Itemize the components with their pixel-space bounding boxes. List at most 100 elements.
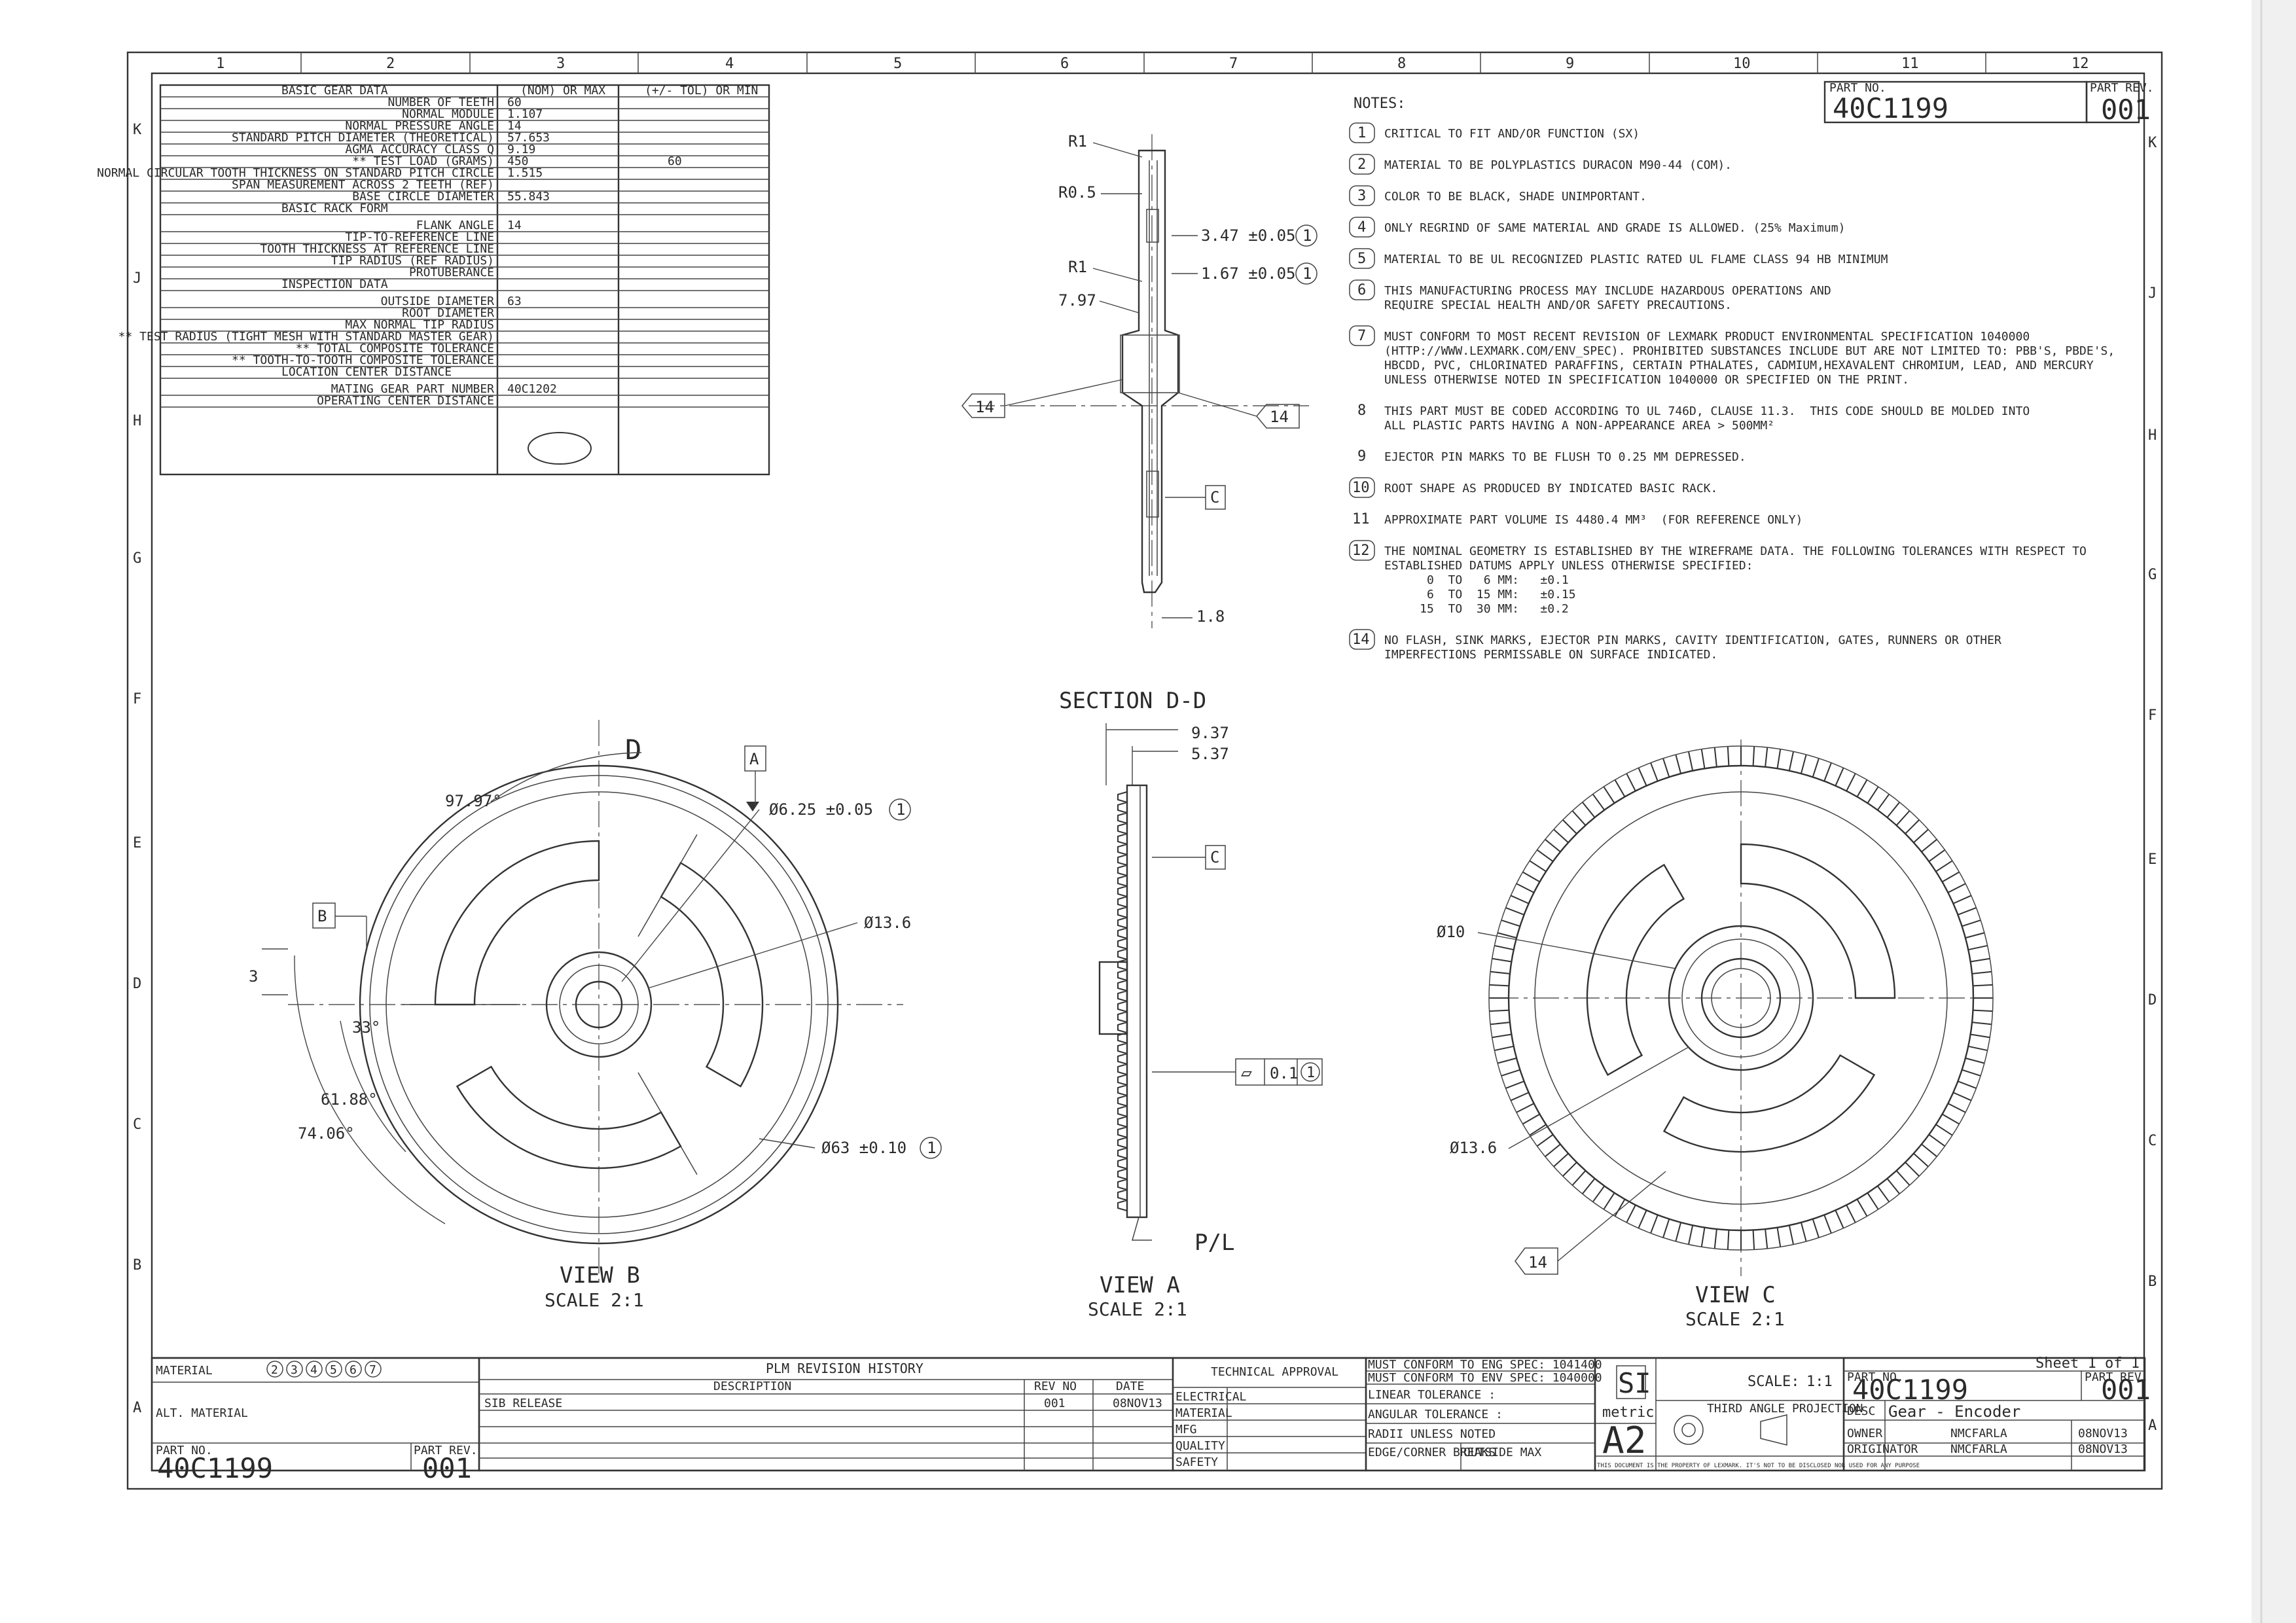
dim-9-37: 9.37 <box>1191 724 1229 742</box>
note-text: (HTTP://WWW.LEXMARK.COM/ENV_SPEC). PROHI… <box>1384 344 2115 358</box>
part-no: 40C1199 <box>1833 92 1948 124</box>
datum-c: C <box>1210 848 1219 866</box>
material-note-ref: 7 <box>369 1363 376 1377</box>
confidentiality-notice: THIS DOCUMENT IS THE PROPERTY OF LEXMARK… <box>1597 1463 1920 1469</box>
zone-letter: H <box>133 413 141 429</box>
zone-letter: E <box>133 835 141 851</box>
view-c-scale: SCALE 2:1 <box>1685 1308 1785 1330</box>
scale-label: SCALE: <box>1748 1374 1799 1390</box>
note-text: 0 TO 6 MM: ±0.1 <box>1384 573 1569 587</box>
table-row-label: ** TOTAL COMPOSITE TOLERANCE <box>296 342 494 355</box>
zone-letter: G <box>2148 567 2157 583</box>
part-no-label: PART NO. <box>1829 81 1886 95</box>
part-rev-label: PART REV. <box>2090 81 2154 95</box>
datum-b: B <box>317 907 327 925</box>
metric-label: metric <box>1602 1404 1654 1421</box>
table-row-label: SPAN MEASUREMENT ACROSS 2 TEETH (REF) <box>232 178 494 192</box>
table-row-nom: 60 <box>507 96 522 109</box>
note-ref: 1 <box>1302 226 1312 245</box>
note-ref: 1 <box>1302 264 1312 283</box>
dim-7-97: 7.97 <box>1058 291 1096 310</box>
col-nom-header: (NOM) OR MAX <box>520 84 605 98</box>
material-note-ref: 4 <box>310 1363 317 1377</box>
paper-size: A2 <box>1602 1419 1646 1462</box>
approval-row: SAFETY <box>1175 1455 1218 1469</box>
table-row-label: FLANK ANGLE <box>416 219 494 232</box>
parting-line-label: P/L <box>1194 1230 1234 1256</box>
dim-r1-mid: R1 <box>1068 258 1087 276</box>
table-row-nom: 55.843 <box>507 190 550 204</box>
scale-value: 1:1 <box>1806 1374 1833 1390</box>
flag-14-left: 14 <box>975 398 994 416</box>
zone-number: 5 <box>893 56 902 72</box>
dim-r1-top: R1 <box>1068 132 1087 151</box>
description-header: DESCRIPTION <box>713 1380 791 1393</box>
table-row-nom: 1.107 <box>507 107 543 121</box>
rack-title: BASIC RACK FORM <box>281 202 388 215</box>
note-text: MATERIAL TO BE POLYPLASTICS DURACON M90-… <box>1384 158 1732 172</box>
gear-teeth-profile <box>1117 791 1128 1211</box>
material-note-ref: 5 <box>330 1363 337 1377</box>
part-rev-label: PART REV. <box>414 1444 478 1457</box>
note-text: ONLY REGRIND OF SAME MATERIAL AND GRADE … <box>1384 221 1845 235</box>
note-text: 6 TO 15 MM: ±0.15 <box>1384 588 1576 601</box>
rev-number: 001 <box>1044 1397 1066 1410</box>
projection-cone-icon <box>1760 1414 1787 1446</box>
zone-letter: H <box>2148 427 2157 444</box>
view-c-label: VIEW C <box>1695 1282 1776 1308</box>
dim-3: 3 <box>249 967 258 986</box>
zone-letter: F <box>133 691 141 707</box>
note-ref: 1 <box>927 1139 936 1157</box>
table-row-label: STANDARD PITCH DIAMETER (THEORETICAL) <box>232 131 494 145</box>
angular-tolerance: ANGULAR TOLERANCE : <box>1368 1408 1503 1421</box>
zone-number: 3 <box>556 56 565 72</box>
col-tol-header: (+/- TOL) OR MIN <box>645 84 758 98</box>
zone-letter: C <box>133 1116 141 1133</box>
gdt-flatness-symbol: ▱ <box>1241 1061 1252 1083</box>
table-row-label: MAX NORMAL TIP RADIUS <box>345 318 494 332</box>
projection-label: THIRD ANGLE PROJECTION <box>1707 1402 1863 1416</box>
note-number: 6 <box>1357 282 1366 298</box>
material-label: MATERIAL <box>156 1364 213 1378</box>
notes-title: NOTES: <box>1354 96 1405 112</box>
zone-letter: A <box>133 1400 141 1416</box>
location-title: LOCATION CENTER DISTANCE <box>281 365 452 379</box>
part-no: 40C1199 <box>1852 1374 1968 1406</box>
angle-97-97: 97.97° <box>445 792 502 810</box>
originator-date: 08NOV13 <box>2078 1442 2128 1456</box>
note-text: THE NOMINAL GEOMETRY IS ESTABLISHED BY T… <box>1384 544 2087 558</box>
originator-label: ORIGINATOR <box>1847 1442 1918 1456</box>
zone-letter: E <box>2148 851 2157 868</box>
note-number: 5 <box>1357 251 1366 267</box>
zone-number: 1 <box>216 56 224 72</box>
zone-letter: J <box>2148 285 2157 302</box>
rev-no-header: REV NO <box>1034 1380 1077 1393</box>
table-row-label: MATING GEAR PART NUMBER <box>331 382 494 396</box>
table-title: BASIC GEAR DATA <box>281 84 388 98</box>
note-number: 9 <box>1357 448 1366 465</box>
table-row-label: OUTSIDE DIAMETER <box>381 294 495 308</box>
desc-label: DESC <box>1847 1404 1875 1418</box>
zone-letter: J <box>133 270 141 287</box>
table-row-label: AGMA ACCURACY CLASS Q <box>345 143 494 156</box>
table-row-label: TIP RADIUS (REF RADIUS) <box>331 254 494 268</box>
zone-number: 4 <box>725 56 734 72</box>
material-note-ref: 3 <box>291 1363 298 1377</box>
datum-a: A <box>749 750 759 768</box>
view-a-scale: SCALE 2:1 <box>1088 1298 1187 1320</box>
table-row-label: TIP-TO-REFERENCE LINE <box>345 230 494 244</box>
dim-3-47: 3.47 ±0.05 <box>1201 226 1296 245</box>
table-row-label: OPERATING CENTER DISTANCE <box>317 394 494 408</box>
radii-note: RADII UNLESS NOTED <box>1368 1427 1496 1441</box>
part-rev-label: PART REV. <box>2085 1370 2149 1384</box>
zone-letter: A <box>2148 1418 2157 1434</box>
zone-letter: K <box>2148 135 2157 151</box>
table-row-label: BASE CIRCLE DIAMETER <box>352 190 494 204</box>
eng-spec: MUST CONFORM TO ENG SPEC: 1041400 <box>1368 1358 1602 1372</box>
